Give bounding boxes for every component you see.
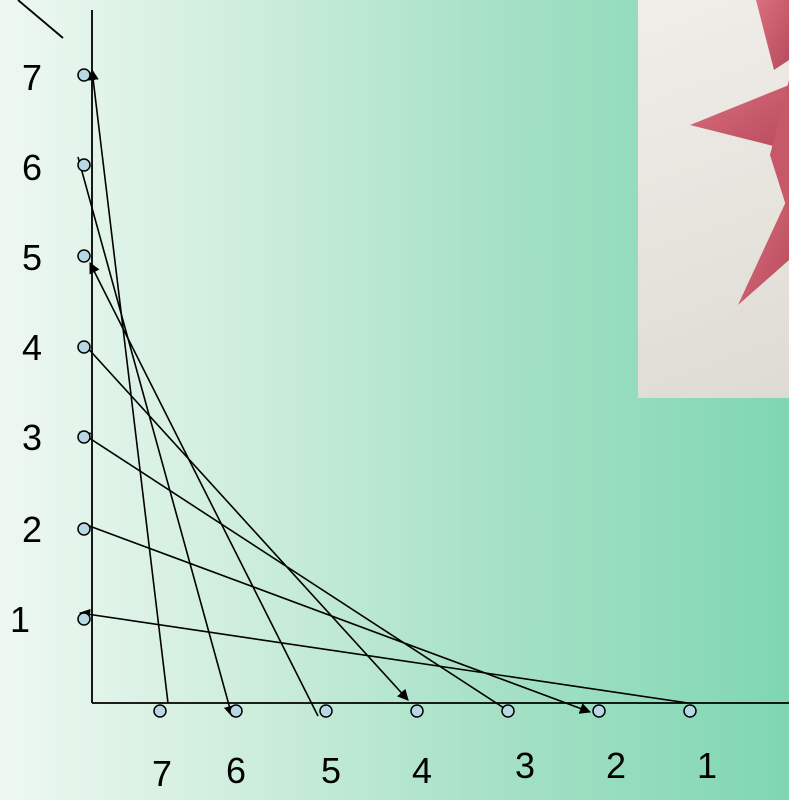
- y-point-6: [77, 158, 91, 172]
- y-point-5: [77, 249, 91, 263]
- corner-diagonal-line: [17, 0, 64, 39]
- chord-6: [77, 156, 235, 718]
- x-point-3: [501, 704, 515, 718]
- x-point-2: [592, 704, 606, 718]
- x-label-4: 4: [412, 750, 432, 791]
- x-point-5: [319, 704, 333, 718]
- y-point-1: [77, 612, 91, 626]
- x-label-3: 3: [515, 745, 535, 786]
- x-label-7: 7: [152, 753, 172, 794]
- x-point-4: [410, 704, 424, 718]
- chord-5: [89, 261, 319, 717]
- y-label-7: 7: [22, 57, 42, 98]
- star-ray-lower-left: [738, 195, 789, 305]
- y-point-7: [77, 68, 91, 82]
- x-point-6: [229, 704, 243, 718]
- star-shape: [690, 0, 789, 305]
- y-point-2: [77, 522, 91, 536]
- star-ray-upper-left: [690, 85, 789, 150]
- y-point-3: [77, 430, 91, 444]
- x-label-2: 2: [606, 745, 626, 786]
- vertical-axis-points: [77, 68, 91, 626]
- chord-4: [83, 343, 409, 701]
- x-label-1: 1: [697, 745, 717, 786]
- chord-1: [78, 608, 689, 704]
- y-label-5: 5: [22, 237, 42, 278]
- x-point-7: [153, 704, 167, 718]
- chord-lines: [77, 68, 689, 718]
- chord-3: [79, 431, 511, 713]
- vertical-axis-labels: 1 2 3 4 5 6 7: [10, 57, 42, 640]
- y-label-6: 6: [22, 147, 42, 188]
- y-label-4: 4: [22, 327, 42, 368]
- star-center: [770, 80, 789, 215]
- horizontal-axis-points: [153, 704, 697, 718]
- star-ray-top: [756, 0, 789, 70]
- star-embroidery-photo: [638, 0, 789, 398]
- chord-2: [83, 523, 592, 714]
- y-label-2: 2: [22, 509, 42, 550]
- y-label-1: 1: [10, 599, 30, 640]
- horizontal-axis-labels: 7 6 5 4 3 2 1: [152, 745, 717, 794]
- y-label-3: 3: [22, 417, 42, 458]
- x-label-6: 6: [226, 750, 246, 791]
- y-point-4: [77, 340, 91, 354]
- x-label-5: 5: [321, 750, 341, 791]
- x-point-1: [683, 704, 697, 718]
- chord-7: [87, 68, 169, 704]
